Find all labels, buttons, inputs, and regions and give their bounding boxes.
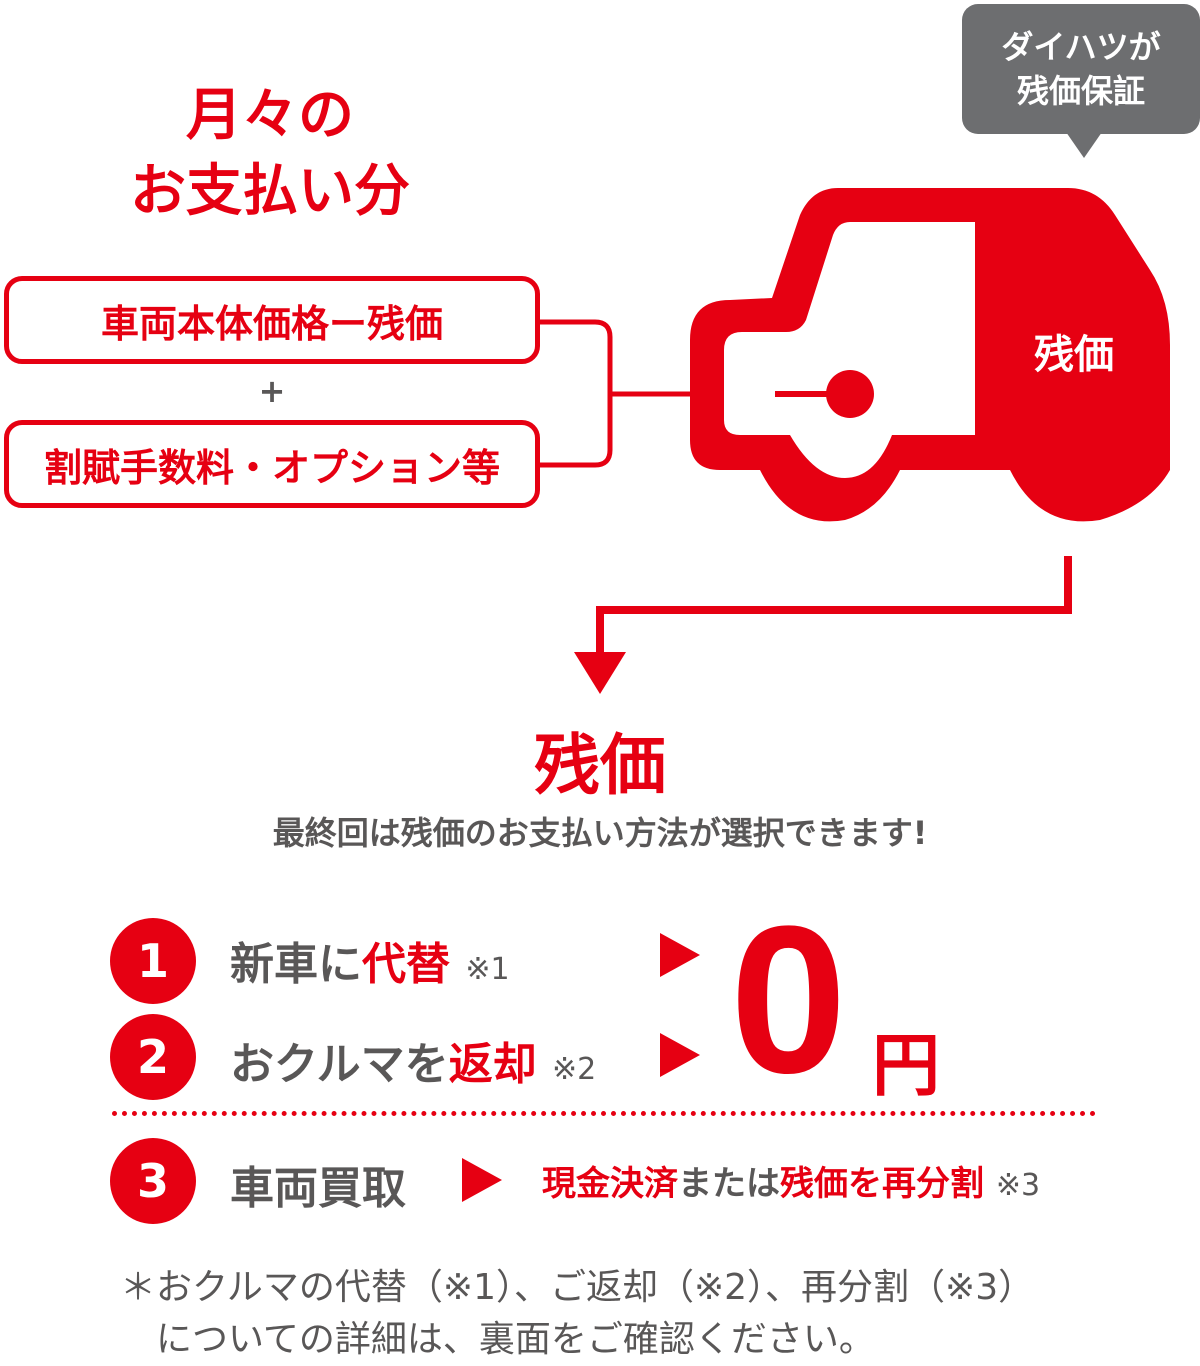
option-1-note: ※1 [465, 952, 510, 987]
footnote-line1: ＊おクルマの代替（※1）、ご返却（※2）、再分割（※3） [120, 1267, 1035, 1308]
residual-subtitle: 最終回は残価のお支払い方法が選択できます! [272, 814, 928, 852]
option-2-red: 返却 [448, 1039, 537, 1090]
footnote: ＊おクルマの代替（※1）、ご返却（※2）、再分割（※3） についての詳細は、裏面… [120, 1262, 1120, 1366]
yen-unit: 円 [872, 1027, 941, 1106]
bubble-line2: 残価保証 [1016, 72, 1145, 110]
guarantee-speech-bubble: ダイハツが 残価保証 [962, 4, 1200, 134]
monthly-payment-title: 月々の お支払い分 [60, 78, 480, 230]
option-number-1: 1 [110, 918, 196, 1004]
vehicle-price-box: 車両本体価格ー残価 [4, 276, 540, 364]
option-number-2: 2 [110, 1014, 196, 1100]
diagram-graphics [540, 188, 1170, 694]
bubble-tail [1066, 132, 1102, 158]
dotted-divider [112, 1111, 1096, 1116]
car-icon [690, 188, 1170, 522]
option-number-3: 3 [110, 1138, 196, 1224]
triangle-arrow-icon [660, 1033, 700, 1077]
option-3-text: 車両買取 [230, 1163, 406, 1214]
option-2-plain: おクルマを [230, 1039, 449, 1090]
option-1-red: 代替 [362, 939, 450, 990]
option-1-plain: 新車に [230, 939, 362, 990]
down-arrow-icon [574, 556, 1072, 694]
monthly-title-line1: 月々の [186, 83, 354, 148]
option-1-text: 新車に代替 ※1 [230, 928, 510, 992]
option-3-note: ※3 [995, 1168, 1041, 1203]
car-residual-label: 残価 [1034, 332, 1114, 378]
triangle-arrow-icon [462, 1158, 502, 1202]
option-2-note: ※2 [552, 1052, 597, 1087]
option-3-detail: 現金決済または残価を再分割 ※3 [542, 1156, 1040, 1205]
triangle-arrow-icon [660, 933, 700, 977]
vehicle-price-label: 車両本体価格ー残価 [100, 301, 443, 346]
option-3-detail-plain: または [678, 1164, 780, 1204]
fees-options-box: 割賦手数料・オプション等 [4, 420, 540, 508]
fees-options-label: 割賦手数料・オプション等 [43, 445, 500, 490]
option-2-text: おクルマを返却 ※2 [230, 1028, 596, 1092]
monthly-title-line2: お支払い分 [130, 159, 410, 224]
option-3-detail-red1: 現金決済 [542, 1164, 678, 1204]
footnote-line2: についての詳細は、裏面をご確認ください。 [156, 1319, 875, 1360]
residual-title: 残価 [534, 727, 666, 804]
zero-amount: 0 [730, 882, 847, 1117]
option-3-detail-red2: 残価を再分割 [780, 1164, 984, 1204]
bubble-line1: ダイハツが [1001, 28, 1161, 66]
plus-sign: + [258, 372, 286, 410]
